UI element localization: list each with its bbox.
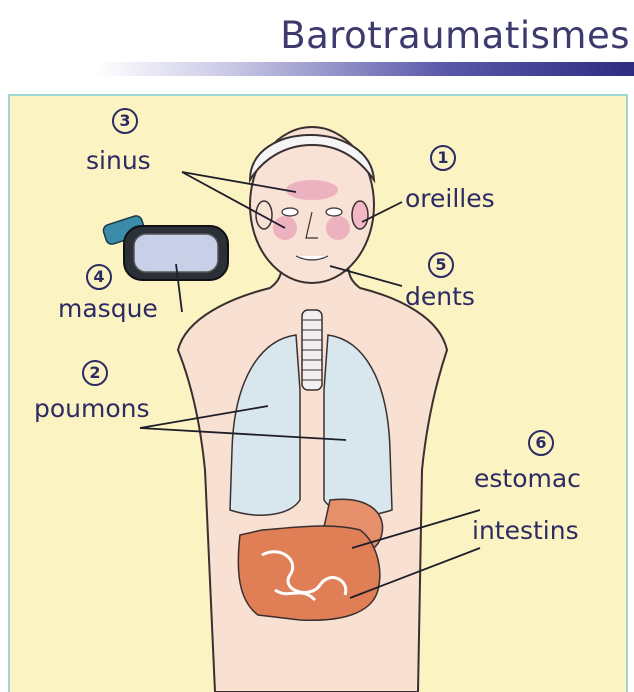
oreilles-label: oreilles (405, 186, 495, 211)
large-intestine (238, 526, 379, 620)
dents-number: 5 (428, 252, 454, 278)
poumons-number: 2 (82, 360, 108, 386)
right-ear (352, 201, 368, 229)
frontal-sinus (286, 180, 338, 200)
estomac-label: estomac (474, 466, 581, 491)
dents-label: dents (405, 284, 475, 309)
right-eye (326, 208, 342, 216)
oreilles-number: 1 (430, 145, 456, 171)
intestins-label: intestins (472, 518, 579, 543)
right-maxillary-sinus (326, 216, 350, 240)
left-eye (282, 208, 298, 216)
estomac-number: 6 (528, 430, 554, 456)
left-ear (256, 201, 272, 229)
sinus-number: 3 (112, 108, 138, 134)
poumons-label: poumons (34, 396, 150, 421)
masque-label: masque (58, 296, 158, 321)
sinus-label: sinus (86, 148, 151, 173)
masque-number: 4 (86, 264, 112, 290)
